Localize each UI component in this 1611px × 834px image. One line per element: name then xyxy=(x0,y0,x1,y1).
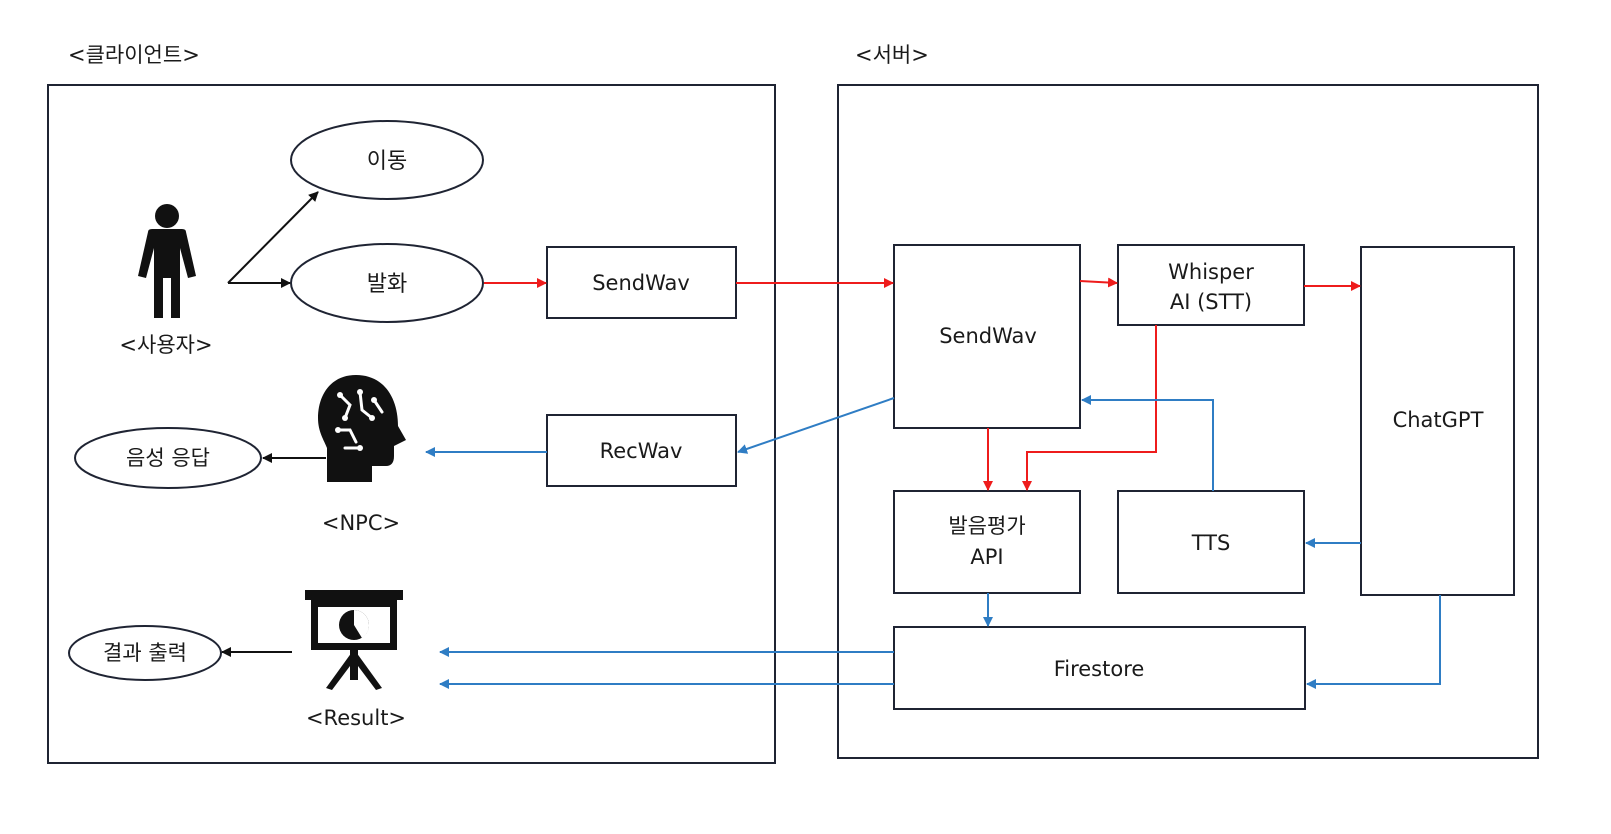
presentation-chart-icon xyxy=(305,590,403,690)
server-panel xyxy=(837,84,1539,759)
pronunciation-api-label-line2: API xyxy=(970,545,1003,569)
person-icon xyxy=(138,204,196,318)
voice-response-label: 음성 응답 xyxy=(126,446,210,470)
whisper-label-line2: AI (STT) xyxy=(1170,290,1252,314)
npc-actor-label: <NPC> xyxy=(322,511,400,535)
result-output-label: 결과 출력 xyxy=(103,641,187,665)
arrow-server-sendwav-to-recwav xyxy=(737,397,895,454)
pronunciation-api-label-line1: 발음평가 xyxy=(948,514,1025,538)
result-actor-label: <Result> xyxy=(306,706,406,730)
client-sendwav-label: SendWav xyxy=(592,271,690,295)
firestore-box xyxy=(893,626,1306,710)
speak-usecase-label: 발화 xyxy=(367,272,407,297)
chatgpt-label: ChatGPT xyxy=(1393,408,1484,432)
client-recwav-label: RecWav xyxy=(600,439,683,463)
tts-box xyxy=(1117,490,1305,594)
move-usecase-label: 이동 xyxy=(367,149,407,174)
client-panel xyxy=(47,84,776,764)
server-panel-label: <서버> xyxy=(855,43,929,67)
whisper-box xyxy=(1117,244,1305,326)
client-panel-label: <클라이언트> xyxy=(68,43,200,67)
arrow-chatgpt-to-firestore xyxy=(1306,595,1441,689)
ai-head-icon xyxy=(318,375,406,482)
firestore-label: Firestore xyxy=(1054,657,1145,681)
arrow-tts-to-sendwav xyxy=(1081,395,1214,491)
pronunciation-api-box xyxy=(893,490,1081,594)
client-recwav-box xyxy=(546,414,737,487)
voice-response-usecase xyxy=(74,427,262,489)
whisper-label-line1: Whisper xyxy=(1168,260,1254,284)
server-sendwav-label: SendWav xyxy=(939,324,1037,348)
move-usecase xyxy=(290,120,484,200)
arrow-sendwav-to-whisper xyxy=(1079,277,1118,288)
speak-usecase xyxy=(290,243,484,323)
tts-label: TTS xyxy=(1191,531,1231,555)
arrow-user-to-move xyxy=(227,191,319,284)
arrow-whisper-to-pronunciation xyxy=(1022,325,1157,491)
user-actor-label: <사용자> xyxy=(119,333,212,357)
chatgpt-box xyxy=(1360,246,1515,596)
server-sendwav-box xyxy=(893,244,1081,429)
